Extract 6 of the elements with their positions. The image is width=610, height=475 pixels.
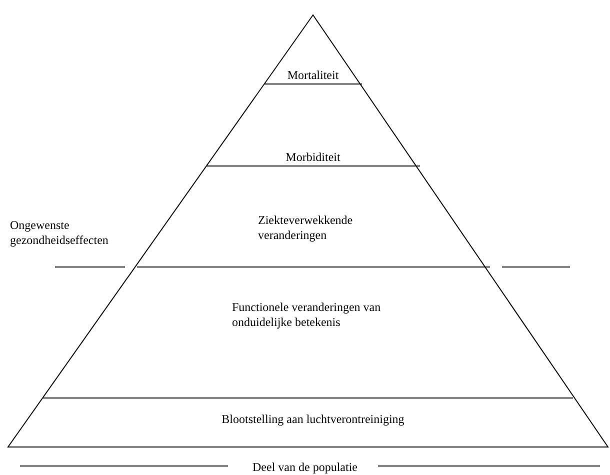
tier-label: Functionele veranderingen van onduidelijke betekenis <box>232 300 442 330</box>
tier-label: Morbiditeit <box>286 150 340 165</box>
axis-label: Ongewenste gezondheidseffecten <box>10 218 110 248</box>
tier-label: Ziekteverwekkende veranderingen <box>258 213 388 243</box>
tier-label: Mortaliteit <box>287 68 339 83</box>
tier-label: Blootstelling aan luchtverontreiniging <box>222 412 404 427</box>
